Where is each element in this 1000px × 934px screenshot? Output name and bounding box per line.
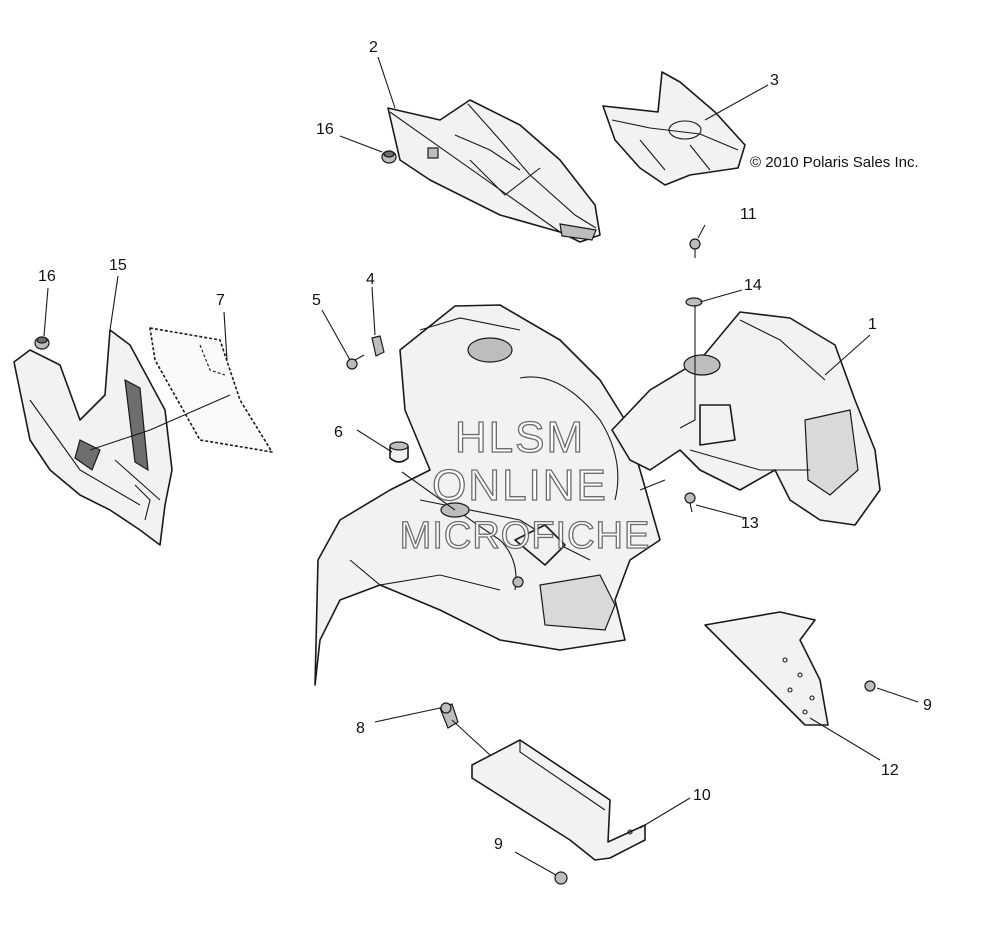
part-3-headlight-pod	[602, 71, 746, 186]
part-5-screw	[346, 354, 365, 370]
callout-4: 4	[366, 271, 375, 288]
callout-13: 13	[741, 515, 759, 532]
callout-2: 2	[369, 39, 378, 56]
watermark: HLSM ONLINE MICROFICHE	[399, 412, 651, 557]
callout-12: 12	[881, 762, 899, 779]
part-6-plug	[389, 441, 409, 463]
callout-15: 15	[109, 257, 127, 274]
part-1-front-fender	[314, 304, 881, 686]
part-16-bumper-left	[34, 336, 50, 350]
copyright-notice: © 2010 Polaris Sales Inc.	[750, 154, 919, 171]
part-8-fastener	[439, 702, 459, 729]
part-13-screw	[684, 492, 696, 513]
callout-1: 1	[868, 316, 877, 333]
callout-6: 6	[334, 424, 343, 441]
watermark-line-1: HLSM	[455, 413, 585, 462]
callout-14: 14	[744, 277, 762, 294]
part-11-bolt	[689, 238, 701, 258]
part-16-bumper-top	[381, 150, 397, 164]
part-2-front-shroud	[387, 99, 601, 243]
part-14-washer	[685, 297, 703, 307]
part-7-decal	[149, 327, 273, 453]
callout-7: 7	[216, 292, 225, 309]
callout-16-left: 16	[38, 268, 56, 285]
callout-16-top: 16	[316, 121, 334, 138]
part-9-screw-right	[864, 680, 876, 692]
part-15-side-panel	[13, 329, 173, 546]
callout-9-bottom: 9	[494, 836, 503, 853]
part-4-clip	[371, 335, 385, 357]
part-10-lower-bracket	[471, 739, 646, 861]
callout-11: 11	[740, 206, 757, 223]
callout-10: 10	[693, 787, 711, 804]
watermark-line-3: MICROFICHE	[400, 515, 651, 557]
leader-lines	[43, 56, 919, 876]
part-9-screw-bottom	[554, 871, 568, 885]
callout-labels: 1 2 3 4 5 6 7 8 9 9 10 11 12 13 14 15 16…	[38, 39, 932, 853]
watermark-line-2: ONLINE	[432, 461, 608, 510]
callout-8: 8	[356, 720, 365, 737]
callout-9-right: 9	[923, 697, 932, 714]
callout-5: 5	[312, 292, 321, 309]
callout-3: 3	[770, 72, 779, 89]
part-12-side-shield	[704, 611, 829, 726]
